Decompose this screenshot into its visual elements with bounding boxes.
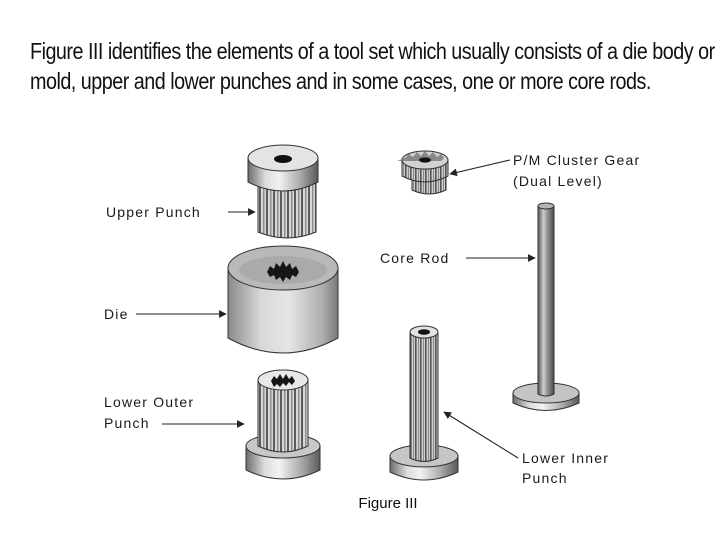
description-line-2: mold, upper and lower punches and in som… [30,68,651,94]
lower-outer-punch-part [245,369,321,480]
description-line-1: Figure III identifies the elements of a … [30,38,715,64]
lower-inner-punch-part [389,325,459,481]
figure-description: Figure III identifies the elements of a … [30,36,715,96]
die-spline-cavity-icon [267,261,299,282]
upper-punch-part [247,144,319,239]
lower-inner-punch-leader [443,411,519,459]
label-core-rod: Core Rod [380,250,450,266]
label-cluster-gear-line-2: (Dual Level) [513,173,603,189]
cluster-gear-leader [449,159,511,177]
die-part [227,245,339,354]
label-lower-outer-punch-line-2: Punch [104,415,150,431]
label-die: Die [104,306,129,322]
core-rod-part [512,202,580,411]
label-cluster-gear-line-1: P/M Cluster Gear [513,152,640,168]
label-lower-inner-punch-line-2: Punch [522,470,568,486]
label-upper-punch: Upper Punch [106,204,201,220]
cluster-gear-part [397,150,449,195]
label-lower-inner-punch-line-1: Lower Inner [522,450,609,466]
figure-caption: Figure III [358,495,417,512]
label-lower-outer-punch-line-1: Lower Outer [104,394,194,410]
